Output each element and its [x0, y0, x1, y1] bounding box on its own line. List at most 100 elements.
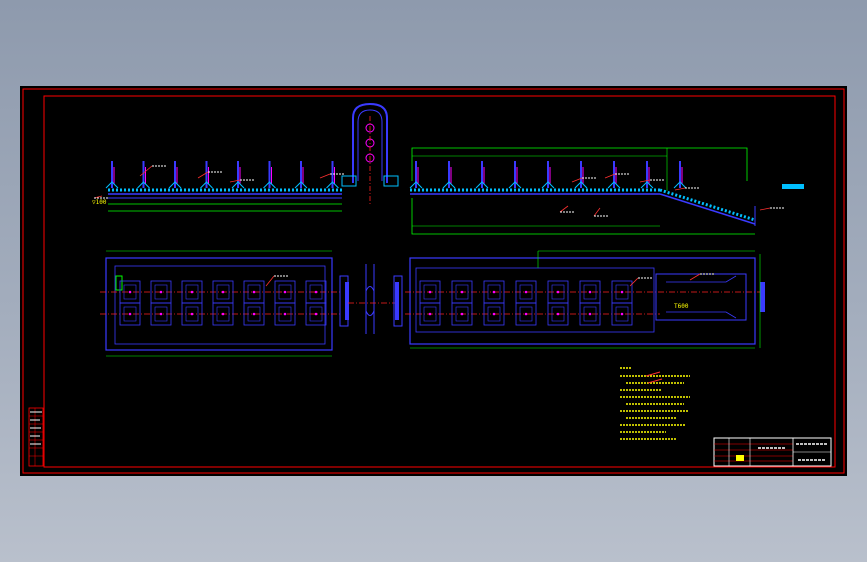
cell-marker	[128, 312, 132, 316]
cell-inner	[487, 284, 501, 300]
plan-view: T600	[100, 250, 765, 357]
right-cell-grid	[419, 280, 633, 326]
cell-inner	[247, 306, 261, 322]
leader-line	[604, 173, 616, 179]
cell-outline	[150, 302, 172, 326]
cell-inner	[487, 306, 501, 322]
cell-marker	[159, 290, 163, 294]
cell-inner	[309, 284, 323, 300]
cell-marker	[128, 290, 132, 294]
cell-inner	[185, 284, 199, 300]
right-post-row	[409, 161, 687, 189]
cad-drawing-sheet: ▽100	[22, 88, 845, 474]
post-fillet	[409, 181, 423, 189]
post-fillet	[508, 181, 522, 189]
cell-inner	[154, 284, 168, 300]
cell-inner	[551, 306, 565, 322]
cell-marker	[588, 312, 592, 316]
post-fillet	[442, 181, 456, 189]
leader-line	[571, 177, 583, 183]
outlet-transition	[655, 273, 747, 321]
outlet-symbol	[782, 184, 804, 189]
design-notes	[620, 367, 690, 440]
cell-marker	[620, 290, 624, 294]
cell-marker	[556, 290, 560, 294]
post-fillet	[294, 181, 308, 189]
cell-inner	[423, 306, 437, 322]
post-fillet	[475, 181, 489, 189]
cell-inner	[123, 284, 137, 300]
cell-marker	[221, 290, 225, 294]
cell-marker	[524, 290, 528, 294]
cell-marker	[252, 290, 256, 294]
cell-marker	[588, 290, 592, 294]
post-fillet	[673, 181, 687, 189]
cell-marker	[556, 312, 560, 316]
outlet-gate-symbol	[760, 282, 765, 312]
cad-viewport[interactable]: ▽100	[20, 86, 847, 476]
cell-outline	[611, 302, 633, 326]
left-plan-outline	[105, 257, 333, 351]
cell-marker	[492, 290, 496, 294]
cell-inner	[455, 284, 469, 300]
post-fillet	[263, 181, 276, 189]
cell-marker	[428, 290, 432, 294]
leader-line	[319, 173, 331, 179]
leader-line	[265, 275, 275, 287]
cell-inner	[123, 306, 137, 322]
post-fillet	[200, 181, 213, 189]
cell-inner	[154, 306, 168, 322]
right-plan-outline	[409, 257, 756, 345]
cell-inner	[247, 284, 261, 300]
cell-marker	[283, 290, 287, 294]
cell-marker	[314, 290, 318, 294]
left-section-label: ▽100	[92, 199, 107, 206]
cell-marker	[283, 312, 287, 316]
gate-tower-outline	[352, 102, 388, 183]
section-view: ▽100	[92, 102, 804, 235]
cell-outline	[515, 302, 537, 326]
cell-marker	[190, 312, 194, 316]
outer-border	[22, 88, 845, 474]
cell-inner	[216, 306, 230, 322]
inner-border	[43, 95, 836, 468]
cell-inner	[278, 306, 292, 322]
title-block	[713, 437, 832, 467]
cell-inner	[185, 306, 199, 322]
leader-line	[197, 171, 209, 179]
left-post-row	[105, 161, 339, 189]
post-fillet	[640, 181, 654, 189]
post-fillet	[105, 181, 119, 189]
revision-strip	[28, 407, 44, 467]
leader-line	[139, 165, 153, 177]
cell-marker	[460, 312, 464, 316]
cell-outline	[119, 302, 141, 326]
cell-marker	[620, 312, 624, 316]
cell-inner	[583, 284, 597, 300]
post-fillet	[574, 181, 588, 189]
cell-inner	[455, 306, 469, 322]
cell-inner	[583, 306, 597, 322]
post-fillet	[541, 181, 555, 189]
cell-inner	[551, 284, 565, 300]
cell-marker	[221, 312, 225, 316]
cell-outline	[483, 302, 505, 326]
cell-marker	[460, 290, 464, 294]
note-symbol	[647, 378, 663, 384]
post-fillet	[231, 181, 245, 189]
leader-line	[229, 179, 241, 183]
leader-line	[759, 207, 771, 211]
cell-inner	[309, 306, 323, 322]
cell-marker	[524, 312, 528, 316]
leader-line	[689, 273, 701, 281]
cell-inner	[615, 284, 629, 300]
cell-marker	[190, 290, 194, 294]
cell-marker	[159, 312, 163, 316]
plan-annotations	[265, 273, 714, 287]
cell-outline	[243, 302, 265, 326]
cell-inner	[519, 284, 533, 300]
post-fillet	[326, 181, 339, 189]
cell-outline	[305, 302, 327, 326]
cell-inner	[216, 284, 230, 300]
leader-line	[629, 277, 639, 287]
